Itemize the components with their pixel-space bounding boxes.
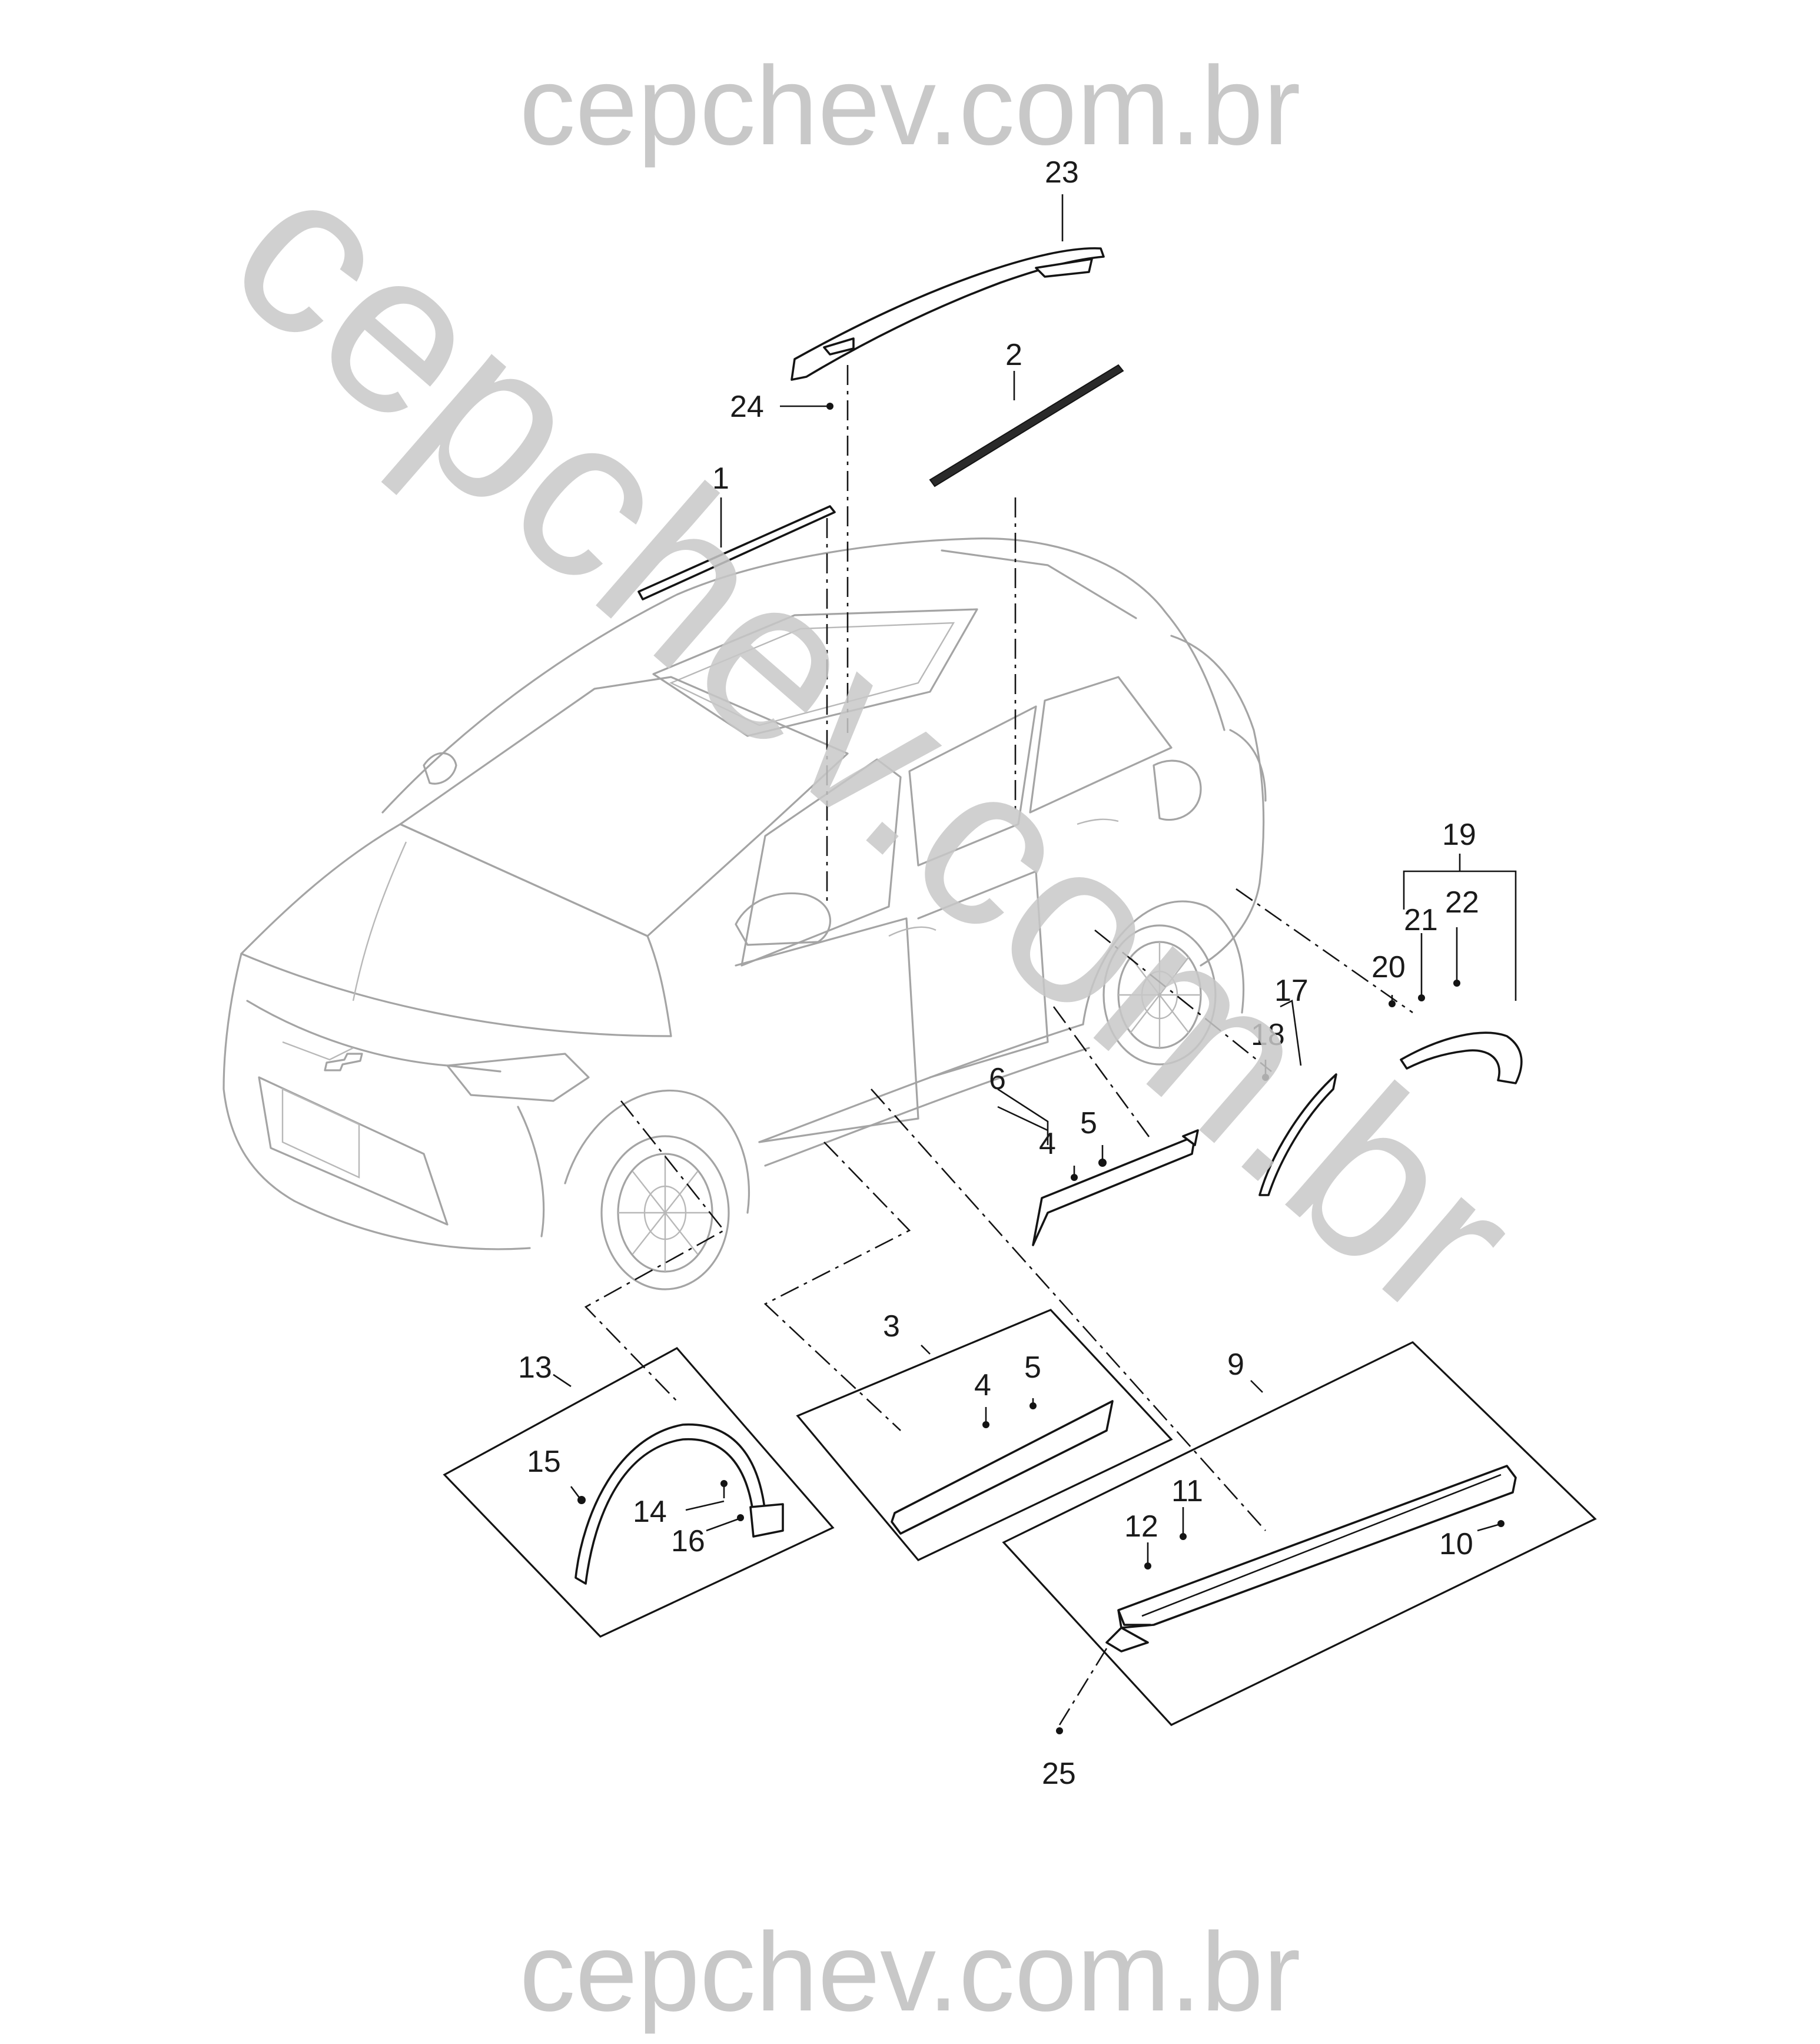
callout-3: 3 xyxy=(883,1309,900,1343)
part-1-roof-moulding-left xyxy=(637,505,836,600)
callout-25: 25 xyxy=(1042,1757,1076,1791)
part-3-front-door-moulding xyxy=(796,1309,1173,1561)
callout-15: 15 xyxy=(527,1445,561,1479)
watermark-diagonal: cepchev.com.br xyxy=(185,120,1564,1367)
watermark-top: cepchev.com.br xyxy=(519,44,1301,168)
callout-labels: 23 24 2 1 6 5 4 17 18 19 22 21 20 13 15 … xyxy=(518,155,1479,1791)
callout-5-lower: 5 xyxy=(1024,1350,1041,1385)
callout-16: 16 xyxy=(671,1524,705,1558)
part-23-roof-rail xyxy=(791,247,1105,381)
vehicle-outline xyxy=(222,537,1267,1290)
callout-4-upper: 4 xyxy=(1039,1127,1056,1161)
callout-22: 22 xyxy=(1445,885,1479,920)
callout-24: 24 xyxy=(730,390,764,424)
assembly-guide-lines xyxy=(584,365,1413,1726)
watermark-bottom: cepchev.com.br xyxy=(519,1910,1301,2035)
callout-2: 2 xyxy=(1005,338,1022,372)
part-13-front-wheel-arch xyxy=(443,1346,835,1638)
callout-17: 17 xyxy=(1274,974,1308,1008)
callout-13: 13 xyxy=(518,1350,552,1385)
part-17-rear-arch-moulding xyxy=(1258,1073,1337,1196)
leader-lines xyxy=(553,194,1517,1734)
part-2-roof-moulding-right xyxy=(929,364,1124,487)
part-9-rocker-panel xyxy=(1002,1341,1597,1726)
callout-12: 12 xyxy=(1124,1509,1158,1544)
callout-18: 18 xyxy=(1251,1018,1285,1052)
callout-11: 11 xyxy=(1171,1474,1203,1508)
callout-19: 19 xyxy=(1442,818,1476,852)
callout-21: 21 xyxy=(1404,903,1438,937)
part-19-quarter-moulding xyxy=(1400,1031,1523,1084)
callout-20: 20 xyxy=(1371,950,1406,984)
callout-23: 23 xyxy=(1045,155,1079,190)
callout-14: 14 xyxy=(633,1495,667,1529)
callout-1: 1 xyxy=(712,462,729,496)
part-6-rear-door-moulding xyxy=(1032,1129,1199,1246)
callout-6: 6 xyxy=(989,1062,1006,1096)
callout-4-lower: 4 xyxy=(974,1368,991,1402)
callout-10: 10 xyxy=(1439,1527,1473,1561)
callout-9: 9 xyxy=(1227,1348,1244,1382)
callout-5-upper: 5 xyxy=(1080,1106,1097,1140)
